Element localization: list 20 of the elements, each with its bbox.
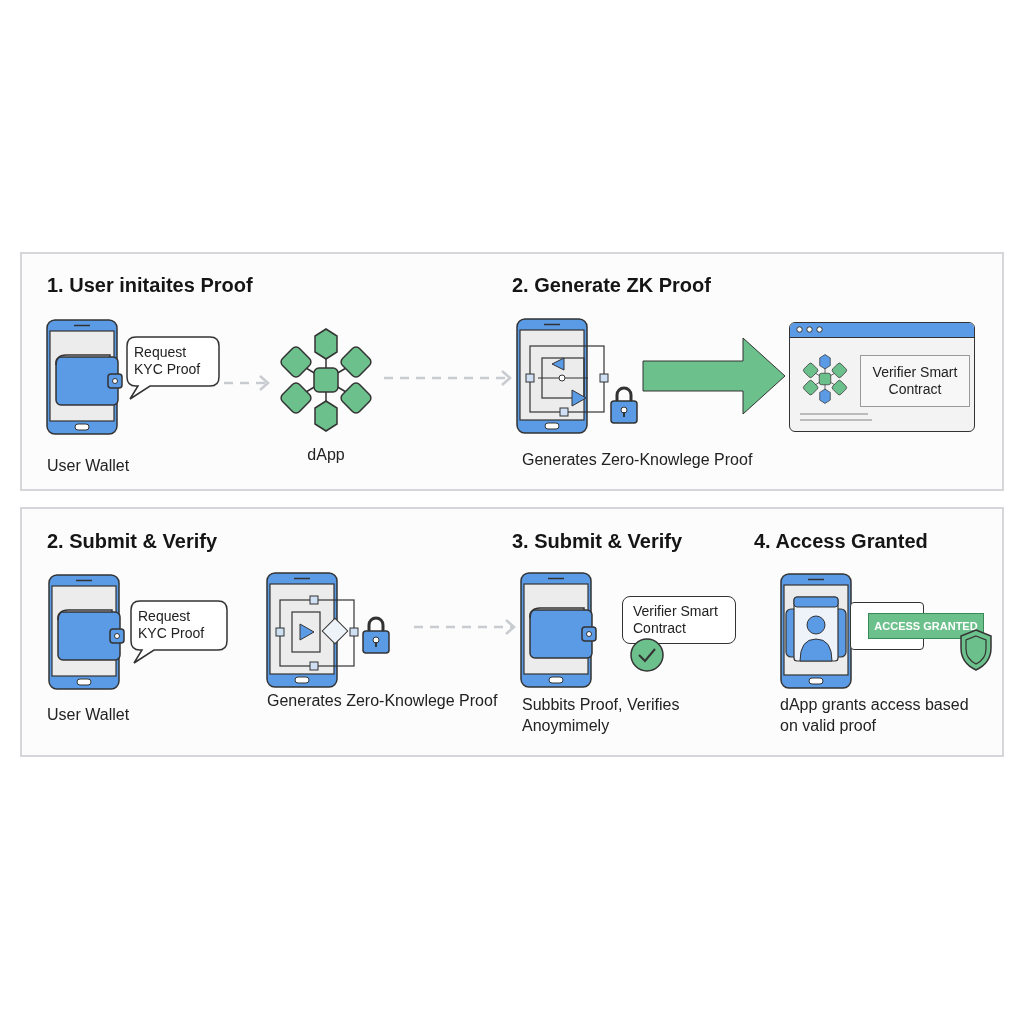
browser-window bbox=[789, 322, 975, 432]
node-label: User Wallet bbox=[47, 456, 131, 476]
block-arrow bbox=[642, 337, 786, 415]
speech-bubble: Request KYC Proof bbox=[126, 336, 220, 400]
step-heading: 4. Access Granted bbox=[754, 530, 928, 553]
speech-bubble: Verifier Smart Contract bbox=[622, 596, 736, 644]
panel bbox=[20, 507, 1004, 757]
node-label: Generates Zero-Knowlege Proof bbox=[522, 450, 754, 470]
step-heading: 3. Submit & Verify bbox=[512, 530, 683, 553]
node-label: Subbits Proof, Verifies Anoymimely bbox=[522, 695, 681, 736]
speech-bubble: Request KYC Proof bbox=[130, 600, 228, 664]
node-label: dApp bbox=[306, 445, 346, 465]
contract-label: Verifier Smart Contract bbox=[860, 355, 970, 407]
panel bbox=[20, 252, 1004, 491]
step-heading: 2. Submit & Verify bbox=[47, 530, 218, 553]
node-label: Generates Zero-Knowlege Proof bbox=[267, 691, 499, 711]
step-heading: 2. Generate ZK Proof bbox=[512, 274, 711, 297]
node-label: dApp grants access based on valid proof bbox=[780, 695, 970, 736]
step-heading: 1. User initaites Proof bbox=[47, 274, 253, 297]
node-label: User Wallet bbox=[47, 705, 131, 725]
